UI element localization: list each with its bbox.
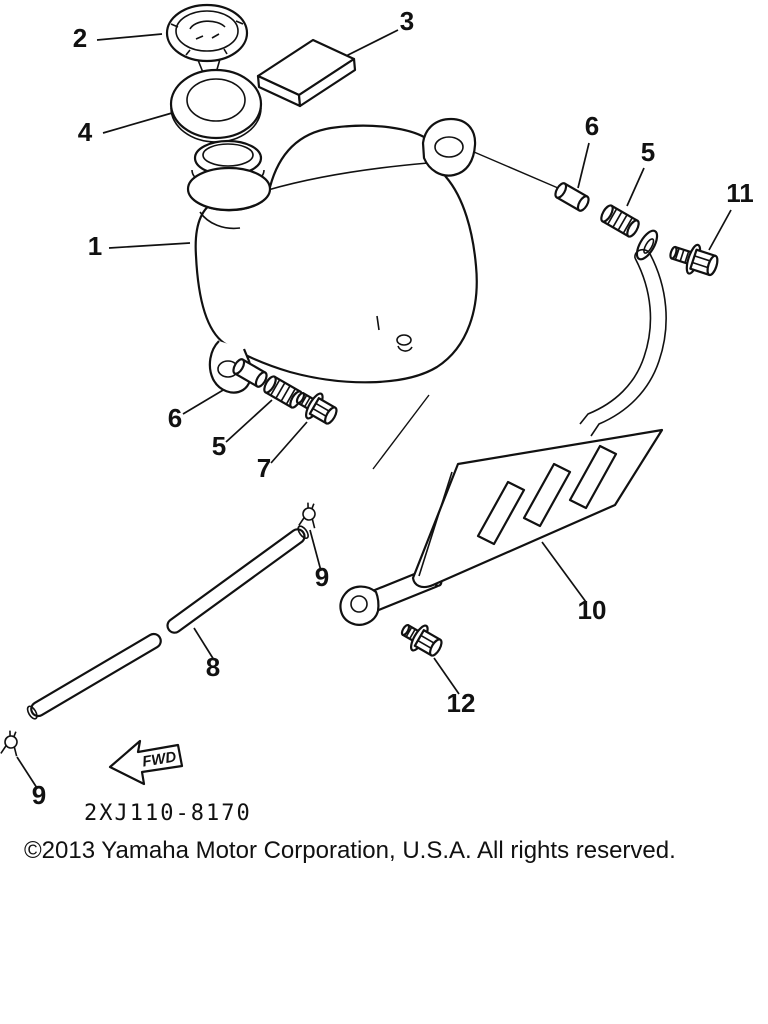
packing-pad <box>256 38 357 108</box>
flange-bolt-7 <box>295 391 338 425</box>
leader-lines <box>16 29 732 789</box>
foot-bolt-hole <box>350 595 368 613</box>
oil-hose-upper-segment <box>166 525 309 634</box>
cap-markings <box>170 20 244 56</box>
callout-12: 12 <box>447 688 476 718</box>
copyright-text: ©2013 Yamaha Motor Corporation, U.S.A. A… <box>24 837 676 864</box>
callout-9-upper: 9 <box>315 562 329 592</box>
callout-2: 2 <box>73 23 87 53</box>
callout-7: 7 <box>257 453 271 483</box>
bracket-foot-flange <box>339 585 380 626</box>
oil-tank-body <box>186 117 478 394</box>
callout-5-upper: 5 <box>641 137 655 167</box>
ear-bolt-hole <box>434 136 464 158</box>
callout-10: 10 <box>578 595 607 625</box>
grommet-ring <box>169 68 263 143</box>
callout-1: 1 <box>88 231 102 261</box>
callout-11: 11 <box>726 178 754 208</box>
bushing-upper <box>600 204 640 238</box>
bracket-strap <box>579 249 667 437</box>
fwd-label: FWD <box>141 748 178 770</box>
flange-bolt-11 <box>669 243 719 277</box>
collar-upper <box>554 182 590 212</box>
filler-neck <box>186 139 272 212</box>
upper-mount-ear <box>421 117 477 177</box>
tank-outlet-detail <box>376 315 413 352</box>
callout-5-lower: 5 <box>212 431 226 461</box>
callout-6-lower: 6 <box>168 403 182 433</box>
flange-bolt-12 <box>400 623 443 657</box>
hose-clip-lower <box>0 730 18 757</box>
callout-9-lower: 9 <box>32 780 46 810</box>
washer <box>635 229 659 261</box>
part-code: 2XJ110-8170 <box>84 801 252 826</box>
callout-8: 8 <box>206 652 220 682</box>
callout-4: 4 <box>78 117 93 147</box>
collar-lower <box>232 358 268 388</box>
callout-labels: 2 3 4 1 6 5 11 6 5 7 9 10 8 12 9 <box>32 6 754 810</box>
fwd-arrow-icon: FWD <box>108 739 184 786</box>
bracket-slots <box>476 444 618 546</box>
guard-bracket <box>339 428 664 626</box>
oil-hose-lower-segment <box>26 632 162 720</box>
hose-clip-upper <box>298 502 316 529</box>
callout-3: 3 <box>400 6 414 36</box>
callout-6-upper: 6 <box>585 111 599 141</box>
